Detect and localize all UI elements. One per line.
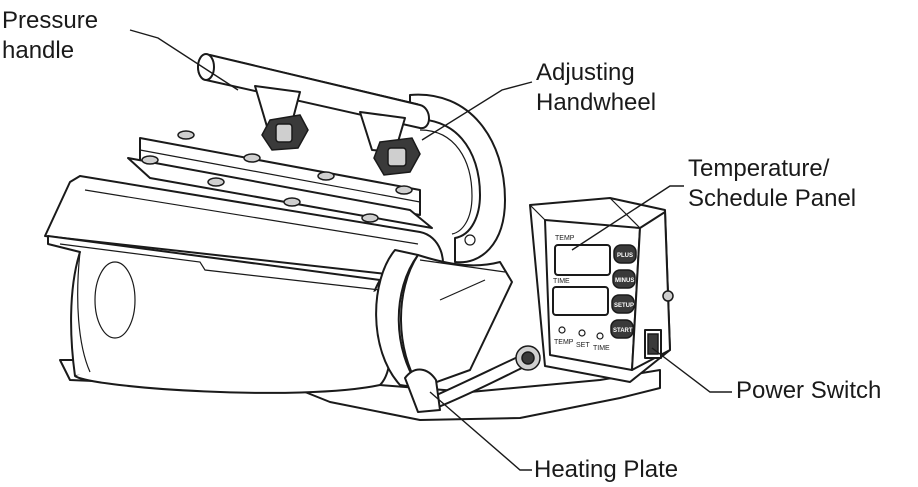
button-start-label: START <box>613 328 633 334</box>
rail-bolts <box>141 130 413 223</box>
adjusting-handwheel[interactable] <box>261 114 421 176</box>
heater-cable <box>404 345 541 413</box>
time-display <box>552 286 609 316</box>
led-temp <box>558 326 566 334</box>
button-plus[interactable]: PLUS <box>613 244 637 264</box>
temp-display-label: TEMP <box>555 235 575 242</box>
label-heating-plate: Heating Plate <box>534 456 678 483</box>
heating-plate <box>375 249 513 389</box>
mug-cradle <box>44 175 445 394</box>
button-minus[interactable]: MINUS <box>612 269 636 289</box>
led-label-set: SET <box>576 342 590 349</box>
button-start[interactable]: START <box>610 319 634 339</box>
temp-display <box>554 244 611 276</box>
led-time <box>596 332 604 340</box>
label-adjusting-handwheel-line2: Handwheel <box>536 89 656 116</box>
button-minus-label: MINUS <box>615 278 634 284</box>
button-plus-label: PLUS <box>617 253 633 259</box>
control-box: TEMP TIME TEMP SET TIME PLUS MINUS SETUP… <box>529 197 674 383</box>
label-power-switch: Power Switch <box>736 377 881 404</box>
led-label-temp: TEMP <box>554 339 574 346</box>
top-clamp-rail <box>127 130 433 229</box>
time-display-label: TIME <box>553 278 570 285</box>
button-setup-label: SETUP <box>614 303 634 309</box>
button-setup[interactable]: SETUP <box>611 294 635 314</box>
pressure-handle[interactable] <box>197 53 430 153</box>
label-temperature-panel-line2: Schedule Panel <box>688 185 856 212</box>
led-set <box>578 329 586 337</box>
led-label-time: TIME <box>593 345 610 352</box>
label-pressure-handle-line1: Pressure <box>2 7 98 34</box>
label-pressure-handle-line2: handle <box>2 37 74 64</box>
leader-lines <box>129 29 732 471</box>
label-adjusting-handwheel-line1: Adjusting <box>536 59 635 86</box>
label-temperature-panel-line1: Temperature/ <box>688 155 830 182</box>
